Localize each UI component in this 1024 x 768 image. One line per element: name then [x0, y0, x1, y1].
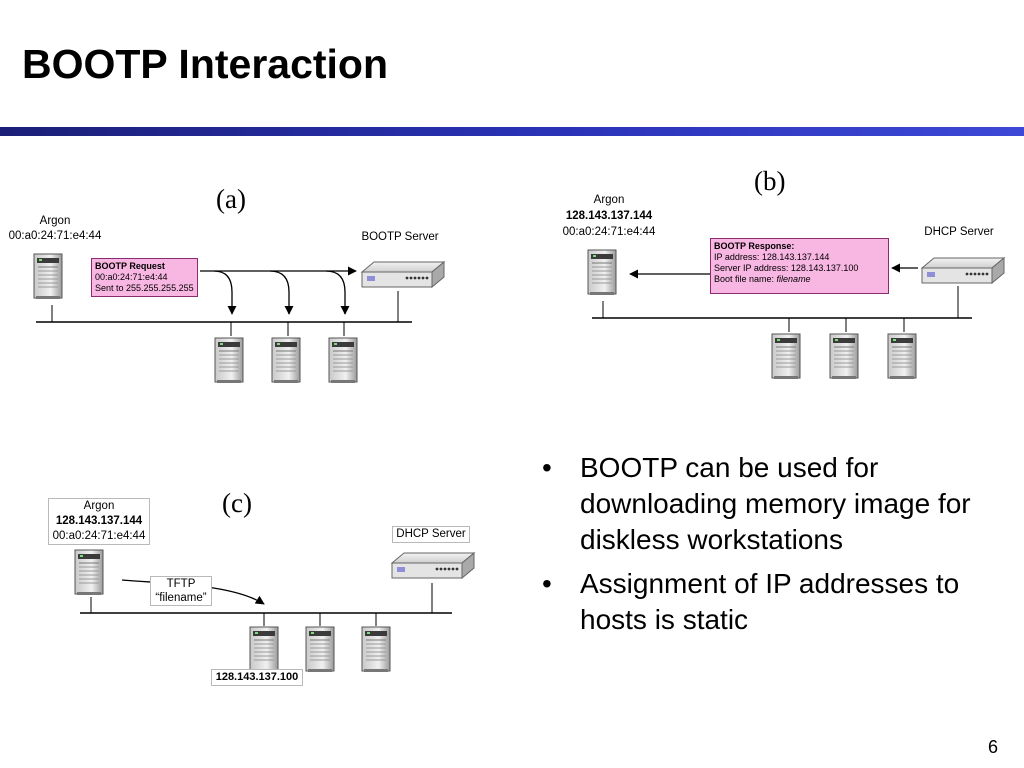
bullet-item: •Assignment of IP addresses to hosts is …	[542, 568, 960, 635]
panel-b-host-1-computer-icon	[771, 333, 801, 380]
bootp-response-ip: IP address: 128.143.137.144	[714, 252, 830, 262]
panel-b-bootp-response-box: BOOTP Response: IP address: 128.143.137.…	[710, 238, 889, 294]
bootp-request-mac: 00:a0:24:71:e4:44	[95, 272, 168, 282]
panel-a-client-mac: 00:a0:24:71:e4:44	[8, 230, 102, 242]
title-rule	[0, 127, 1024, 136]
panel-b-client-mac: 00:a0:24:71:e4:44	[562, 226, 656, 238]
panel-b-response-arrows	[629, 263, 918, 279]
panel-c-server-label: DHCP Server	[392, 526, 470, 543]
bullet-list: •BOOTP can be used for downloading memor…	[534, 450, 1014, 646]
panel-b-dhcp-server-icon	[921, 257, 1005, 284]
bootp-response-server-ip: Server IP address: 128.143.137.100	[714, 263, 859, 273]
panel-c-boot-server-computer-icon	[249, 626, 279, 673]
panel-a-argon-computer-icon	[33, 253, 63, 300]
panel-b-argon-computer-icon	[587, 249, 617, 296]
panel-a-host-3-computer-icon	[328, 337, 358, 384]
tftp-protocol: TFTP	[166, 578, 196, 590]
panel-c-argon-computer-icon	[74, 549, 104, 596]
panel-c-client-ip: 128.143.137.144	[55, 515, 143, 527]
panel-c-label: (c)	[222, 488, 252, 518]
panel-c-network	[80, 583, 452, 626]
panel-a-host-1-computer-icon	[214, 337, 244, 384]
panel-a-broadcast-arrows	[200, 266, 357, 315]
panel-b-label: (b)	[754, 166, 786, 196]
panel-c-tftp-label: TFTP “filename”	[150, 576, 212, 606]
tftp-filename: “filename”	[155, 592, 207, 604]
panel-c-host-3-computer-icon	[361, 626, 391, 673]
panel-c-dhcp-server-icon	[391, 552, 475, 579]
panel-b-network	[592, 286, 972, 332]
panel-b-client-name: Argon	[593, 194, 625, 206]
panel-c-client-mac: 00:a0:24:71:e4:44	[52, 530, 146, 542]
panel-c-client-name: Argon	[83, 500, 115, 512]
page-number: 6	[987, 737, 998, 757]
panel-c-host-ip: 128.143.137.100	[211, 669, 303, 686]
panel-a-label: (a)	[216, 184, 246, 214]
panel-b-host-3-computer-icon	[887, 333, 917, 380]
bootp-request-destination: Sent to 255.255.255.255	[95, 283, 194, 293]
panel-c-host-2-computer-icon	[305, 626, 335, 673]
panel-a-network	[36, 291, 412, 336]
bootp-request-title: BOOTP Request	[95, 261, 165, 271]
panel-b-host-2-computer-icon	[829, 333, 859, 380]
slide-title: BOOTP Interaction	[22, 41, 389, 87]
panel-a-client-name: Argon	[39, 215, 71, 227]
panel-a-host-2-computer-icon	[271, 337, 301, 384]
panel-a-server-label: BOOTP Server	[361, 231, 439, 243]
panel-a-bootp-request-box: BOOTP Request 00:a0:24:71:e4:44 Sent to …	[91, 258, 198, 297]
bootp-response-title: BOOTP Response:	[714, 241, 795, 251]
bullet-item: •BOOTP can be used for downloading memor…	[542, 452, 971, 555]
panel-c-client-info: Argon 128.143.137.144 00:a0:24:71:e4:44	[48, 498, 150, 545]
panel-b-server-label: DHCP Server	[924, 226, 994, 238]
bootp-response-boot-file: Boot file name: filename	[714, 274, 811, 284]
panel-b-client-ip: 128.143.137.144	[565, 210, 653, 222]
panel-a-bootp-server-icon	[361, 261, 445, 288]
